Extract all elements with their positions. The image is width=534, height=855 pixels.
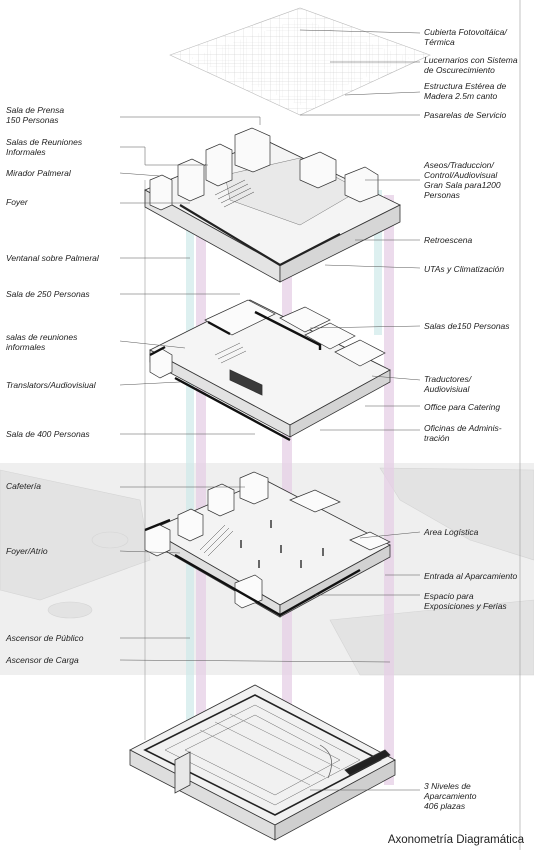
leader-lines [119,29,421,791]
level-meeting-rooms [149,299,391,442]
label-400-person-room: Sala de 400 Personas [6,429,90,439]
label-parking-entrance: Entrada al Aparcamiento [424,571,518,581]
label-foyer-atrium: Foyer/Atrio [6,546,48,556]
label-palm-lookout: Mirador Palmeral [6,168,71,178]
roof-grid [169,7,431,116]
label-exhibition-space: Espacio para Exposiciones y Ferias [424,591,507,611]
label-timber-space-frame: Estructura Estérea de Madera 2.5m canto [424,81,507,101]
label-translators-right: Traductores/ Audiovisiual [424,374,472,394]
diagram-caption: Axonometría Diagramática [387,834,524,846]
label-cafeteria: Cafetería [6,481,41,491]
label-administration: Oficinas de Adminis- tración [424,423,502,443]
context-terrain [0,467,534,676]
label-catering-office: Office para Catering [424,402,501,412]
label-foyer: Foyer [6,197,28,207]
label-press-room: Sala de Prensa 150 Personas [6,105,65,125]
label-photovoltaic-roof: Cubierta Fotovoltáica/ Térmica [424,27,507,47]
level-main-hall [144,127,401,283]
label-freight-elevator: Ascensor de Carga [6,655,79,665]
label-air-handling-units: UTAs y Climatización [424,264,505,274]
label-palm-window: Ventanal sobre Palmeral [6,253,99,263]
level-parking [129,684,396,841]
frame-lines [144,0,521,850]
label-skylights: Lucernarios con Sistema de Oscurecimient… [424,55,518,75]
label-parking-levels: 3 Niveles de Aparcamiento 406 plazas [424,781,477,811]
label-service-catwalks: Pasarelas de Servicio [424,110,507,120]
label-informal-meeting-upper: Salas de Reuniones Informales [6,137,83,157]
label-150-person-rooms: Salas de150 Personas [424,321,510,331]
label-logistics-area: Area Logística [424,527,479,537]
label-translators-left: Translators/Audiovisiual [6,380,96,390]
label-250-person-room: Sala de 250 Personas [6,289,90,299]
label-informal-meeting-lower: salas de reuniones informales [6,332,78,352]
level-ground-exhibition [144,471,391,618]
label-public-elevator: Ascensor de Público [6,633,84,643]
label-backstage: Retroescena [424,235,473,245]
label-main-hall-services: Aseos/Traduccion/ Control/Audiovisual Gr… [424,160,501,200]
